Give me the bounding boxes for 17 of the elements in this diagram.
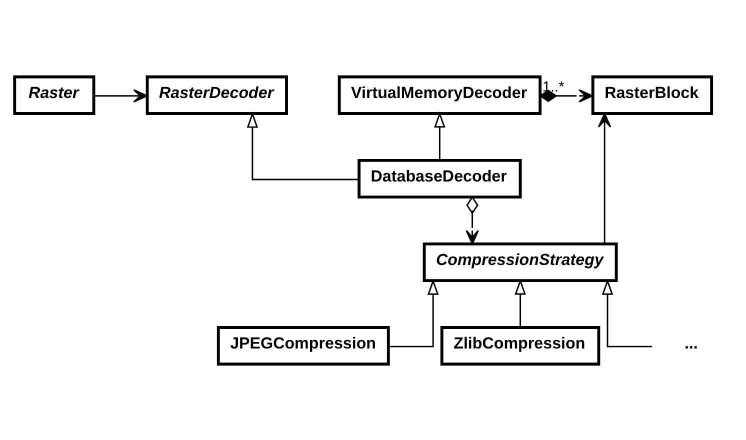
node-box: DatabaseDecoder: [358, 158, 522, 198]
arrow: [602, 278, 652, 347]
node-box: CompressionStrategy: [422, 242, 618, 282]
node-box: Raster: [13, 74, 96, 114]
arrow: [434, 111, 446, 160]
arrow: [246, 111, 359, 180]
node-box: RasterDecoder: [146, 74, 288, 114]
node-box: ZlibCompression: [440, 326, 600, 366]
node-box: RasterBlock: [591, 74, 714, 114]
node-box: JPEGCompression: [216, 326, 390, 366]
arrow: [388, 278, 439, 347]
node-text: ...: [684, 334, 698, 352]
arrow: [514, 278, 526, 327]
arrow: [539, 88, 594, 102]
arrow: [94, 88, 148, 102]
node-box: VirtualMemoryDecoder: [338, 74, 542, 114]
arrow: [598, 112, 612, 244]
